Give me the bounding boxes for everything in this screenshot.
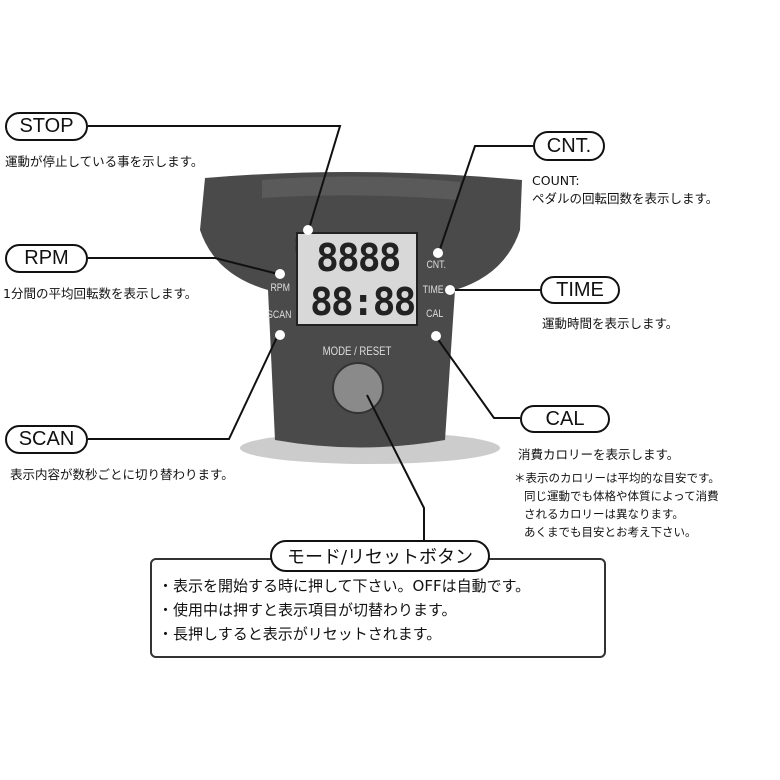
cnt-dot <box>433 248 443 258</box>
cnt-leader-line <box>437 145 533 256</box>
time-dot <box>445 285 455 295</box>
device-label-cnt: CNT. <box>426 259 447 271</box>
device-label-scan: SCAN <box>267 309 292 321</box>
stop-callout: STOP <box>5 112 88 141</box>
mode-info-item: ・使用中は押すと表示項目が切替わります。 <box>158 601 457 619</box>
mode-button-callout: モード/リセットボタン <box>270 540 490 572</box>
rpm-callout: RPM <box>5 244 88 273</box>
device-label-mode-reset: MODE / RESET <box>322 344 392 358</box>
scan-callout: SCAN <box>5 425 88 454</box>
lcd-screen <box>296 232 418 326</box>
scan-description: 表示内容が数秒ごとに切り替わります。 <box>10 467 234 482</box>
mode-info-item: ・長押しすると表示がリセットされます。 <box>158 625 442 643</box>
device-top-highlight <box>262 176 460 200</box>
device-label-rpm: RPM <box>270 282 291 294</box>
rpm-dot <box>275 269 285 279</box>
mode-info-item: ・表示を開始する時に押して下さい。OFFは自動です。 <box>158 577 531 595</box>
mode-reset-button[interactable] <box>332 362 384 414</box>
device-label-cal: CAL <box>426 308 444 320</box>
rpm-leader-line <box>88 257 279 275</box>
lcd-line-1: 8888 <box>316 236 402 280</box>
cal-note-1: ＊表示のカロリーは平均的な目安です。 <box>514 471 720 485</box>
cal-note-4: あくまでも目安とお考え下さい。 <box>524 525 697 539</box>
scan-dot <box>275 330 285 340</box>
cal-callout: CAL <box>520 405 610 433</box>
scan-leader-line <box>88 334 279 440</box>
device-label-time: TIME <box>422 284 444 296</box>
stop-indicator: STOP <box>293 238 299 255</box>
cal-dot <box>431 331 441 341</box>
cal-note-3: されるカロリーは異なります。 <box>524 507 684 521</box>
cnt-description-heading: COUNT: <box>532 173 580 188</box>
time-callout: TIME <box>540 276 620 304</box>
cal-description: 消費カロリーを表示します。 <box>518 447 680 462</box>
rpm-description: 1分間の平均回転数を表示します。 <box>3 286 198 301</box>
lcd-line-2: 88:88 <box>310 280 416 324</box>
cal-leader-line <box>436 337 520 419</box>
stop-dot <box>303 225 313 235</box>
cal-note-2: 同じ運動でも体格や体質によって消費 <box>524 489 719 503</box>
cnt-callout: CNT. <box>533 131 605 161</box>
mode-button-info-box: ・表示を開始する時に押して下さい。OFFは自動です。 ・使用中は押すと表示項目が… <box>150 558 606 658</box>
stop-description: 運動が停止している事を示します。 <box>5 154 204 169</box>
time-description: 運動時間を表示します。 <box>542 316 679 331</box>
stop-leader-line <box>88 125 342 233</box>
mode-leader-line <box>366 394 425 545</box>
cnt-description: ペダルの回転回数を表示します。 <box>532 191 719 206</box>
